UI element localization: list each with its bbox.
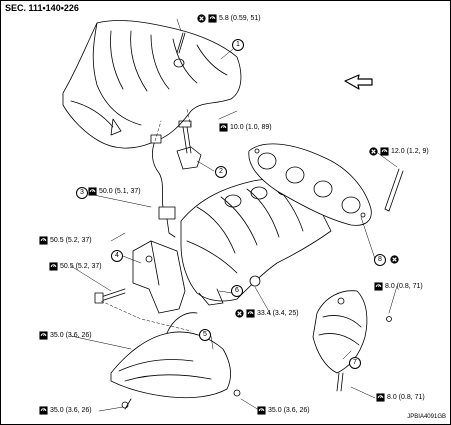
do-not-reuse-icon (235, 309, 244, 318)
part-number-2: 2 (215, 166, 227, 178)
part-number-8: 8 (374, 254, 386, 266)
torque-spec-1: 5.8 (0.59, 51) (197, 14, 261, 23)
torque-wrench-icon (257, 406, 266, 415)
support-bolt-shape (94, 288, 126, 304)
torque-spec-4: 50.0 (5.1, 37) (88, 187, 141, 196)
section-code: SEC. 111•140•226 (5, 3, 79, 13)
torque-wrench-icon (374, 282, 383, 291)
part-number-4: 4 (111, 250, 123, 262)
torque-spec-8: 33.4 (3.4, 25) (235, 309, 299, 318)
nut-shape (249, 275, 261, 287)
part-number-5: 5 (199, 329, 211, 341)
manifold-support-bracket-shape (132, 240, 186, 314)
lower-heat-shield-shape (110, 312, 241, 410)
part-number-6: 6 (231, 285, 243, 297)
torque-spec-12: 35.0 (3.6, 26) (257, 406, 310, 415)
torque-wrench-icon (208, 14, 217, 23)
engine-front-arrow-icon (344, 74, 373, 90)
torque-spec-6: 50.5 (5.2, 37) (49, 262, 102, 271)
oxygen-sensor-shape (150, 134, 176, 238)
exhaust-manifold-cover-shape (62, 20, 242, 149)
torque-value: 10.0 (1.0, 89) (230, 124, 272, 131)
torque-spec-3: 12.0 (1.2, 9) (369, 147, 429, 156)
do-not-reuse-icon (390, 255, 399, 264)
torque-wrench-icon (376, 393, 385, 402)
torque-wrench-icon (39, 236, 48, 245)
stud-bolt-shape (384, 168, 404, 212)
torque-spec-7: 8.0 (0.8, 71) (374, 282, 423, 291)
torque-wrench-icon (88, 187, 97, 196)
torque-wrench-icon (39, 406, 48, 415)
part-number-7: 7 (349, 357, 361, 369)
part-number-1: 1 (232, 39, 244, 51)
torque-value: 50.5 (5.2, 37) (50, 237, 92, 244)
bracket-shape (176, 120, 202, 170)
torque-value: 35.0 (3.6, 26) (268, 407, 310, 414)
part-number-3: 3 (76, 187, 88, 199)
torque-value: 8.0 (0.8, 71) (385, 283, 423, 290)
do-not-reuse-icon (197, 14, 206, 23)
torque-value: 8.0 (0.8, 71) (387, 394, 425, 401)
torque-value: 35.0 (3.6, 26) (50, 332, 92, 339)
torque-wrench-icon (39, 331, 48, 340)
torque-spec-2: 10.0 (1.0, 89) (219, 123, 272, 132)
torque-value: 50.0 (5.1, 37) (99, 188, 141, 195)
guide-lines (100, 108, 192, 332)
torque-wrench-icon (246, 309, 255, 318)
torque-spec-11: 35.0 (3.6, 26) (39, 406, 92, 415)
figure-code: JPBIA4091GB (407, 414, 446, 420)
do-not-reuse-icon (369, 147, 378, 156)
torque-spec-10: 8.0 (0.8, 71) (376, 393, 425, 402)
torque-spec-5: 50.5 (5.2, 37) (39, 236, 92, 245)
leader-lines (70, 18, 398, 412)
torque-spec-9: 35.0 (3.6, 26) (39, 331, 92, 340)
torque-value: 12.0 (1.2, 9) (391, 148, 429, 155)
torque-wrench-icon (49, 262, 58, 271)
torque-value: 33.4 (3.4, 25) (257, 310, 299, 317)
manifold-gasket-shape (248, 143, 372, 226)
catalyst-heat-shield-shape (312, 290, 392, 392)
torque-value: 35.0 (3.6, 26) (50, 407, 92, 414)
torque-value: 50.5 (5.2, 37) (60, 263, 102, 270)
torque-value: 5.8 (0.59, 51) (219, 15, 261, 22)
torque-wrench-icon (380, 147, 389, 156)
torque-wrench-icon (219, 123, 228, 132)
